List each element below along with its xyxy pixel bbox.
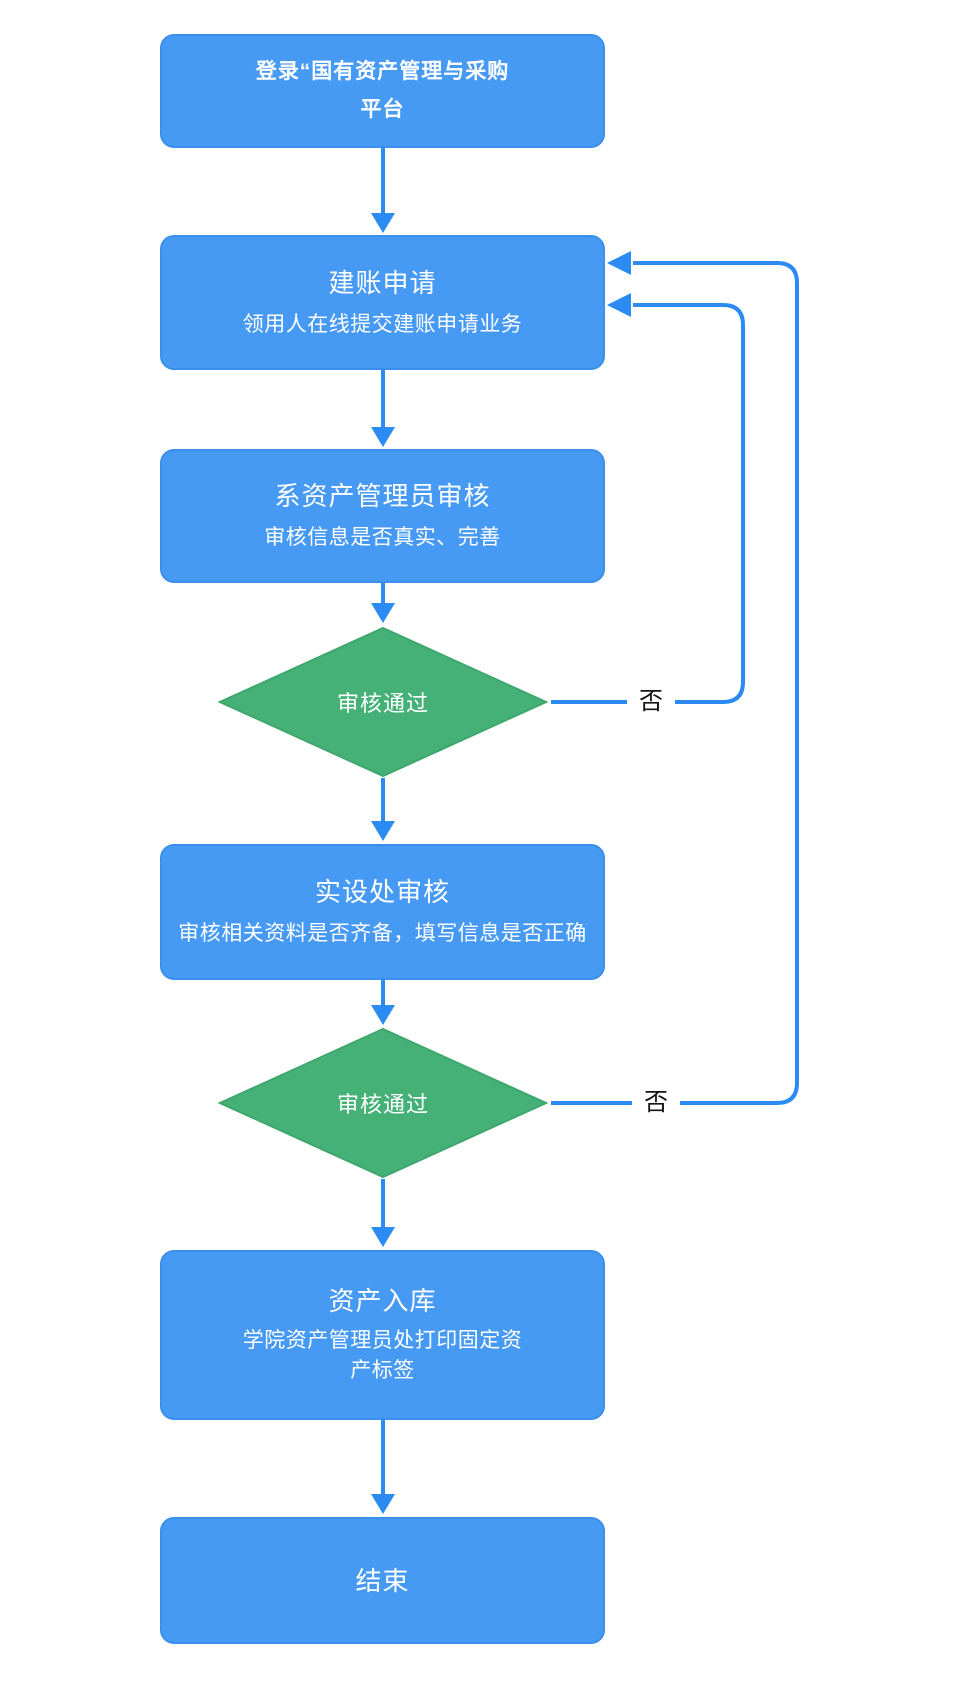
process-node-start: 登录“国有资产管理与采购 平台	[160, 34, 605, 148]
process-node-account-apply: 建账申请 领用人在线提交建账申请业务	[160, 235, 605, 370]
process-node-asset-inbound: 资产入库 学院资产管理员处打印固定资 产标签	[160, 1250, 605, 1420]
process-node-end: 结束	[160, 1517, 605, 1644]
edge-label-no-2: 否	[632, 1086, 680, 1120]
arrow-apply-to-dept-review	[371, 370, 395, 447]
node-title: 系资产管理员审核	[274, 481, 491, 511]
node-title: 登录“国有资产管理与采购	[255, 60, 510, 83]
node-title: 实设处审核	[314, 877, 450, 907]
node-title: 结束	[355, 1565, 410, 1596]
arrow-start-to-apply	[371, 148, 395, 233]
node-desc: 审核信息是否真实、完善	[264, 526, 501, 549]
decision-node-review-2: 审核通过	[218, 1027, 548, 1179]
node-desc: 审核相关资料是否齐备，填写信息是否正确	[178, 922, 587, 945]
node-title: 资产入库	[328, 1286, 437, 1316]
diamond-shape	[218, 1027, 548, 1179]
node-title-line2: 平台	[360, 98, 405, 121]
node-desc: 领用人在线提交建账申请业务	[242, 312, 523, 336]
arrow-dept-review-to-decision1	[371, 583, 395, 623]
edge-label-no-1: 否	[627, 685, 675, 719]
edge-no-decision1	[551, 293, 745, 704]
node-title: 建账申请	[328, 267, 437, 298]
arrow-decision2-to-inbound	[371, 1179, 395, 1247]
arrow-decision1-to-office-review	[371, 778, 395, 841]
arrow-inbound-to-end	[371, 1420, 395, 1514]
node-desc: 学院资产管理员处打印固定资	[242, 1329, 523, 1352]
decision-node-review-1: 审核通过	[218, 626, 548, 778]
decision-label: 审核通过	[336, 691, 429, 716]
arrow-office-review-to-decision2	[371, 980, 395, 1025]
process-node-dept-admin-review: 系资产管理员审核 审核信息是否真实、完善	[160, 449, 605, 583]
decision-label: 审核通过	[336, 1092, 429, 1117]
process-node-lab-office-review: 实设处审核 审核相关资料是否齐备，填写信息是否正确	[160, 844, 605, 980]
edge-no-decision2	[551, 251, 799, 1105]
node-desc-line2: 产标签	[350, 1359, 415, 1382]
diamond-shape	[218, 626, 548, 778]
